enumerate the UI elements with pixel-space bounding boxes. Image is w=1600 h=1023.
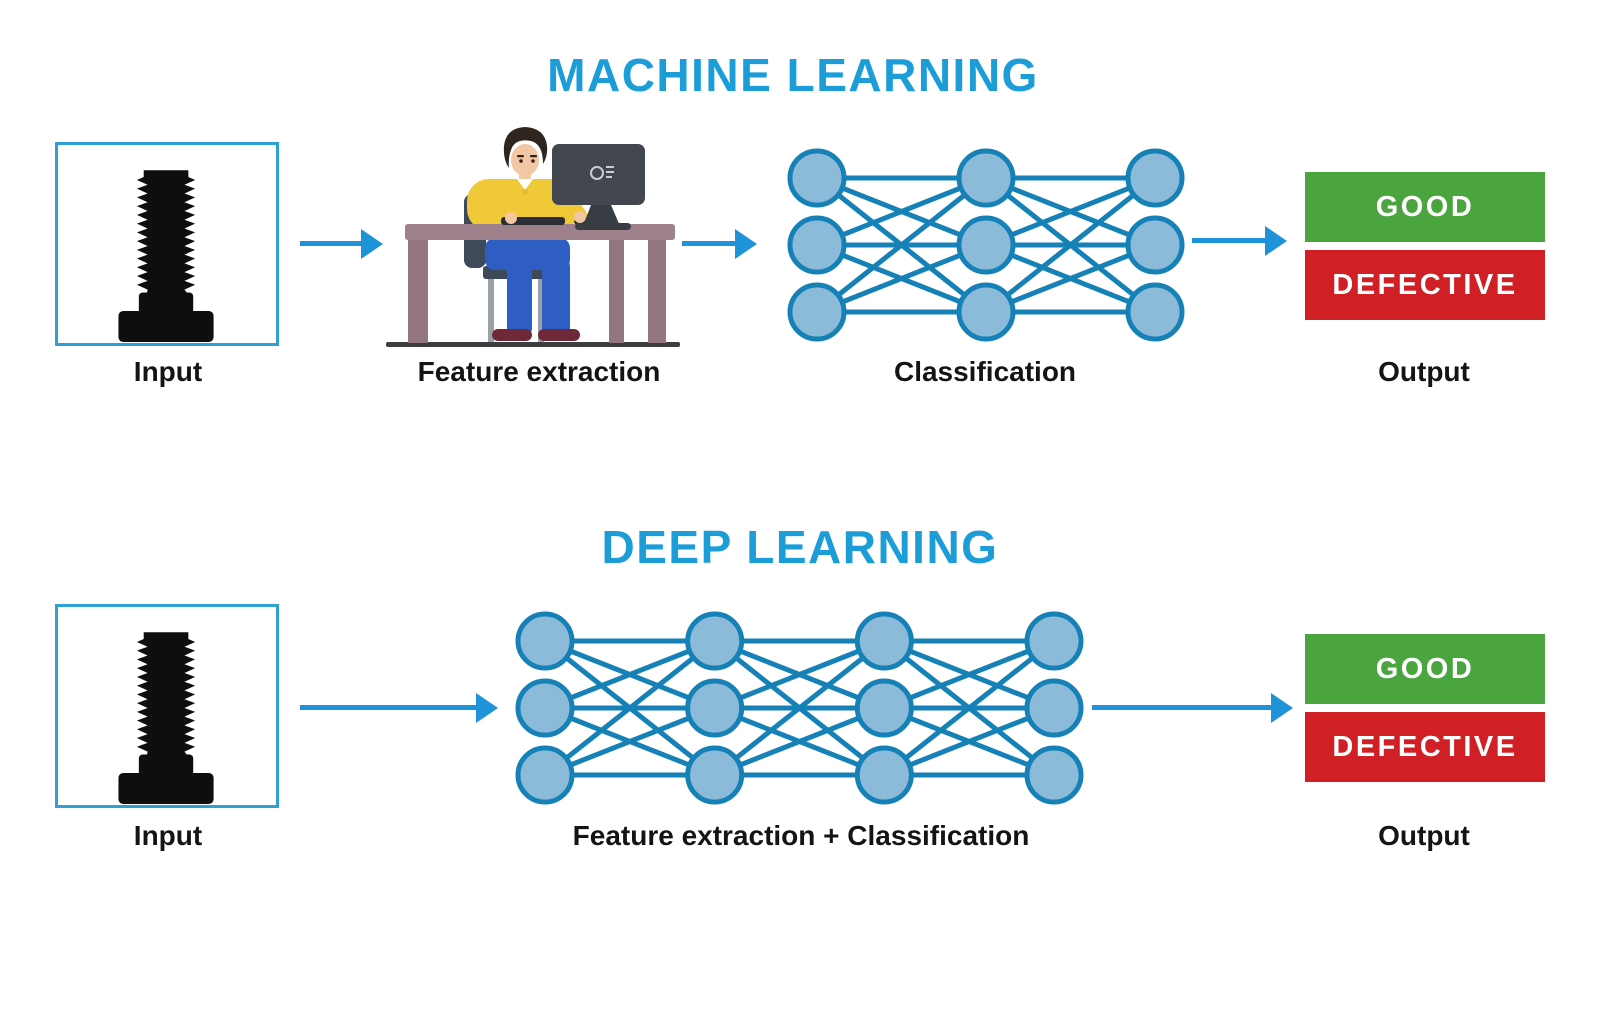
network-node [1024,611,1084,671]
network-node [1125,148,1185,208]
ml-classification-label: Classification [893,356,1077,387]
ml-defective-badge: DEFECTIVE [1305,250,1545,320]
network-node [854,678,914,738]
ml-output-label: Output [1378,356,1470,387]
flow-arrow-ml-2 [682,241,735,246]
dl-good-badge: GOOD [1305,634,1545,704]
network-node [685,745,745,805]
network-node [685,678,745,738]
dl-input-box [55,604,279,808]
network-node [956,148,1016,208]
ml-network [787,148,1185,342]
dl-input-label: Input [133,820,203,851]
network-node [854,745,914,805]
ml-title: MACHINE LEARNING [547,49,1039,101]
network-node [685,611,745,671]
floor-line [386,342,680,347]
flow-arrow-dl-2 [1092,705,1271,710]
ml-input-box [55,142,279,346]
network-node [787,215,847,275]
bolt-image [118,170,214,343]
dl-defective-badge: DEFECTIVE [1305,712,1545,782]
dl-title: DEEP LEARNING [601,521,999,573]
dl-network [515,611,1084,805]
network-node [956,215,1016,275]
dl-output-label: Output [1378,820,1470,851]
network-node [515,745,575,805]
network-node [1125,282,1185,342]
dl-process-label: Feature extraction + Classification [572,820,1030,851]
network-node [515,678,575,738]
network-node [515,611,575,671]
network-node [1024,745,1084,805]
flow-arrow-dl-1 [300,705,476,710]
ml-input-label: Input [133,356,203,387]
network-node [787,282,847,342]
network-node [787,148,847,208]
bolt-image [118,632,214,805]
flow-arrow-ml-1 [300,241,361,246]
flow-arrow-ml-3 [1192,238,1265,243]
network-node [1024,678,1084,738]
ml-good-badge: GOOD [1305,172,1545,242]
network-node [854,611,914,671]
monitor [552,144,645,230]
network-node [956,282,1016,342]
feature-extraction-illustration [386,127,680,347]
ml-feature-label: Feature extraction [417,356,661,387]
network-node [1125,215,1185,275]
